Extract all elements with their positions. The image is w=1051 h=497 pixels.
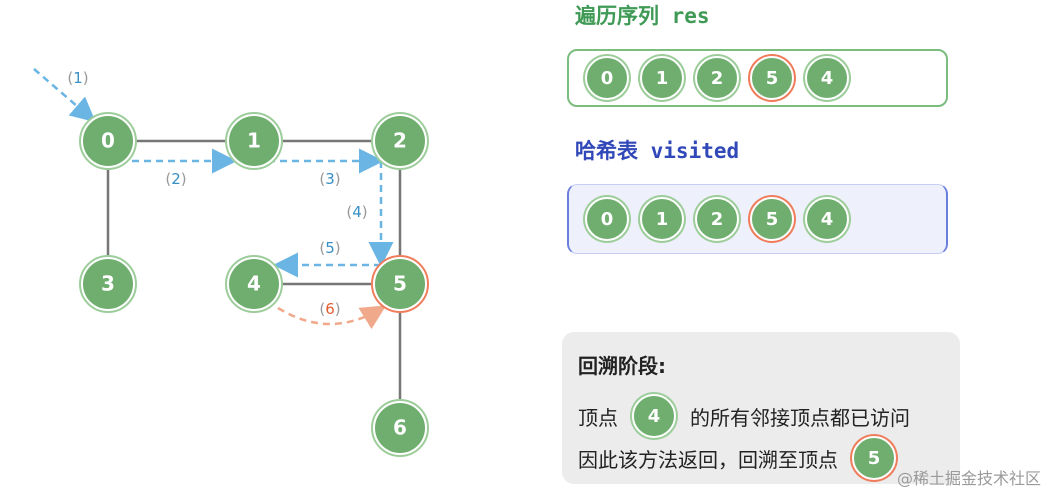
vertex-2: 2 [371,112,429,170]
vertex-0: 0 [79,112,137,170]
res-item: 5 [750,56,794,100]
vertex-label: 6 [393,416,407,440]
step-label-5: (5) [319,239,340,257]
note-title: 回溯阶段: [578,354,666,378]
step-label-4: (4) [346,203,367,221]
res-item: 0 [585,56,629,100]
vertex-6: 6 [371,399,429,457]
visited-item: 1 [640,197,684,241]
traversal-arrow-6 [277,305,387,330]
res-item: 4 [805,56,849,100]
step-label-2: (2) [165,170,186,188]
vertex-label: 5 [393,272,407,296]
step-label-6: (6) [319,300,340,318]
res-title: 遍历序列 res [575,4,710,28]
step-labels: (1) (2) (3) (4) (5) (6) [67,69,367,318]
vertex-label: 3 [101,272,115,296]
watermark: @稀土掘金技术社区 [896,469,1041,488]
res-item: 2 [695,56,739,100]
visited-item: 5 [750,197,794,241]
visited-title: 哈希表 visited [575,139,740,163]
res-item: 1 [640,56,684,100]
traversal-arrows [33,68,394,330]
note-line-2-suffix: 的所有邻接顶点都已访问 [690,405,910,430]
visited-item: 4 [805,197,849,241]
vertex-label: 0 [101,129,115,153]
step-label-3: (3) [319,170,340,188]
note-vertex-chip: 4 [632,394,676,438]
vertex-label: 2 [393,129,407,153]
backtrack-note: 回溯阶段: 顶点 4 的所有邻接顶点都已访问 因此该方法返回，回溯至顶点 5 [562,332,960,484]
traversal-arrow-1 [33,68,96,123]
note-backtrack-vertex-chip: 5 [852,436,896,480]
step-label-1: (1) [67,69,88,87]
vertex-label: 4 [247,272,261,296]
vertex-5: 5 [371,255,429,313]
visited-item: 0 [585,197,629,241]
note-line-2-prefix: 顶点 [578,405,618,430]
graph-nodes: 0 1 2 3 4 5 6 [79,112,429,457]
visited-item: 2 [695,197,739,241]
note-line-2: 顶点 4 的所有邻接顶点都已访问 [578,394,910,438]
note-line-3: 因此该方法返回，回溯至顶点 5 [578,436,910,480]
vertex-4: 4 [225,255,283,313]
vertex-3: 3 [79,255,137,313]
vertex-label: 1 [247,129,261,153]
vertex-1: 1 [225,112,283,170]
note-line-3-prefix: 因此该方法返回，回溯至顶点 [578,447,838,472]
